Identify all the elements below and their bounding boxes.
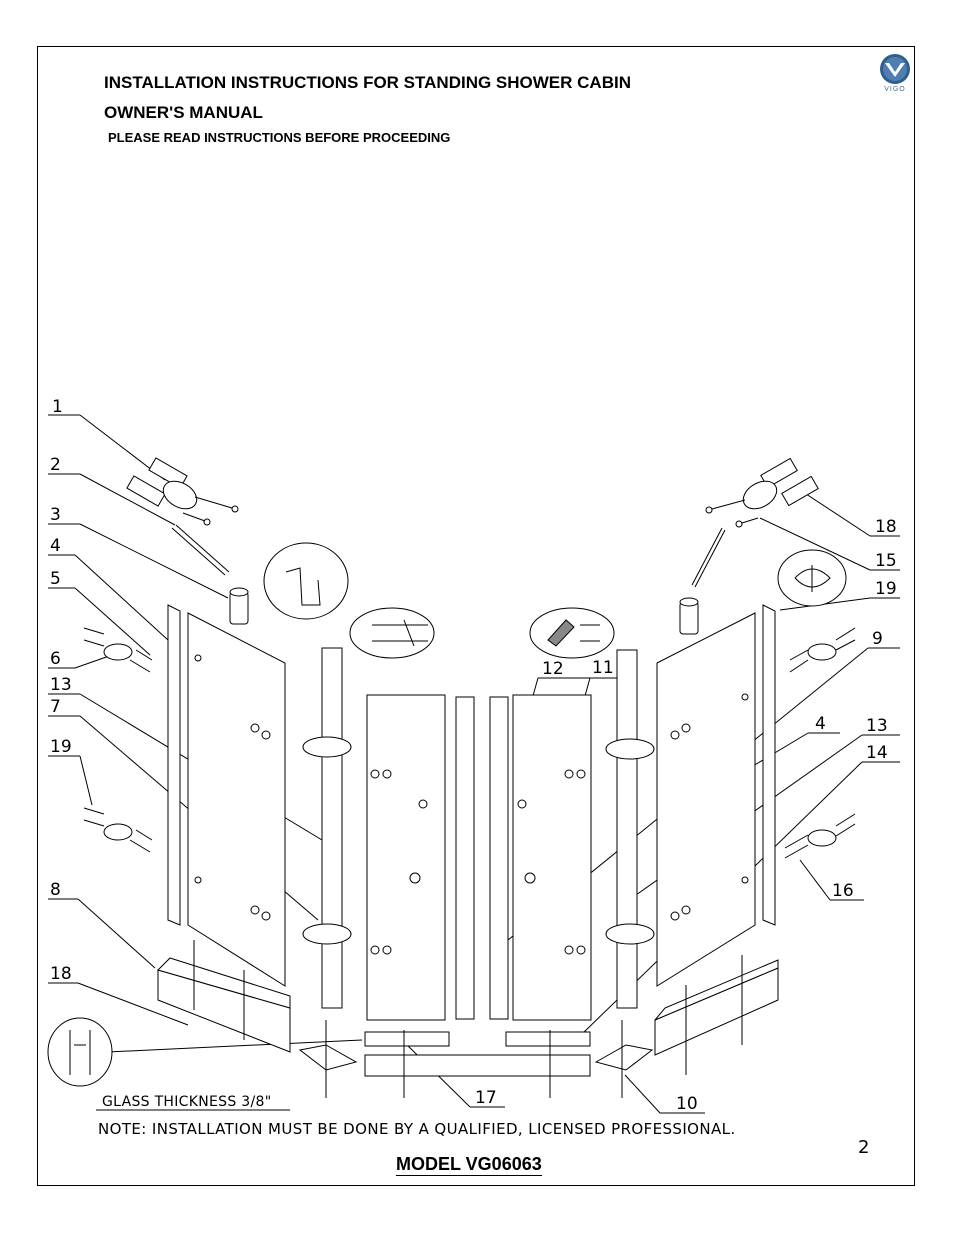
logo-text: VIGO — [884, 86, 906, 93]
callout-1: 1 — [52, 397, 63, 417]
callout-19-right: 19 — [875, 579, 897, 599]
callout-4-right: 4 — [815, 714, 826, 734]
callout-16: 16 — [832, 881, 854, 901]
manual-notice: PLEASE READ INSTRUCTIONS BEFORE PROCEEDI… — [108, 130, 451, 145]
callout-8: 8 — [50, 880, 61, 900]
installation-note: NOTE: INSTALLATION MUST BE DONE BY A QUA… — [98, 1120, 736, 1138]
callout-15: 15 — [875, 551, 897, 571]
callout-5: 5 — [50, 569, 61, 589]
manual-subtitle: OWNER'S MANUAL — [104, 103, 263, 122]
callout-13-right: 13 — [866, 716, 888, 736]
manual-title: INSTALLATION INSTRUCTIONS FOR STANDING S… — [104, 73, 631, 92]
callout-4-left: 4 — [50, 536, 61, 556]
page-border — [37, 46, 915, 1186]
model-number: MODEL VG06063 — [396, 1154, 542, 1176]
callout-11: 11 — [592, 658, 614, 678]
callout-9: 9 — [872, 629, 883, 649]
callout-12: 12 — [542, 659, 564, 679]
page-number: 2 — [858, 1137, 870, 1158]
callout-3: 3 — [50, 505, 61, 525]
callout-14: 14 — [866, 743, 888, 763]
callout-2: 2 — [50, 455, 61, 475]
callout-7: 7 — [50, 697, 61, 717]
callout-18-right: 18 — [875, 517, 897, 537]
callout-18-left: 18 — [50, 964, 72, 984]
callout-17: 17 — [475, 1088, 497, 1108]
callout-13-left: 13 — [50, 675, 72, 695]
callout-6: 6 — [50, 649, 61, 669]
callout-19-left: 19 — [50, 737, 72, 757]
callout-10: 10 — [676, 1094, 698, 1114]
glass-thickness-note: GLASS THICKNESS 3/8" — [102, 1094, 272, 1110]
vigo-logo-icon — [880, 54, 910, 84]
